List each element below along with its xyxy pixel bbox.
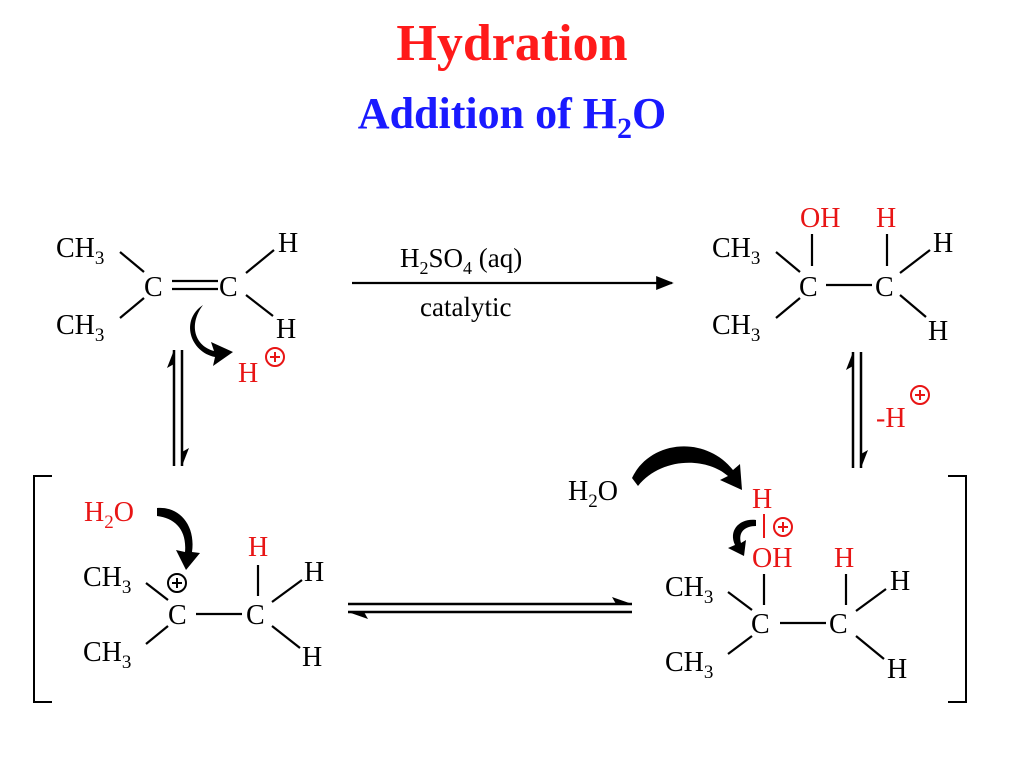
curved-arrow-icon	[632, 446, 742, 490]
slide-subtitle: Addition of H2O	[357, 89, 667, 145]
oxonium-intermediate: H2O H OH H H CH3 CH3 C C H	[568, 446, 910, 685]
svg-text:H: H	[933, 228, 953, 259]
plus-charge-icon	[265, 347, 285, 367]
svg-text:C: C	[246, 600, 265, 631]
svg-text:C: C	[168, 600, 187, 631]
svg-text:C: C	[144, 272, 163, 303]
svg-text:C: C	[751, 609, 770, 640]
svg-text:C: C	[219, 272, 238, 303]
svg-text:CH3: CH3	[712, 310, 760, 346]
svg-text:H: H	[302, 642, 322, 673]
equilibrium-arrow-icon	[348, 597, 632, 619]
svg-text:CH3: CH3	[56, 233, 104, 269]
svg-text:CH3: CH3	[83, 637, 131, 673]
svg-text:H: H	[928, 316, 948, 347]
reactant-alkene: CH3 CH3 C C H H H	[56, 228, 298, 389]
carbocation-intermediate: H2O H H CH3 CH3 C C H	[83, 497, 324, 673]
proton: H	[238, 347, 285, 389]
svg-text:H: H	[752, 484, 772, 515]
svg-text:H: H	[278, 228, 298, 259]
reaction-arrow: H2SO4 (aq) catalytic	[352, 243, 674, 322]
svg-text:H: H	[887, 654, 907, 685]
equilibrium-arrow-icon	[167, 350, 189, 466]
svg-text:H: H	[304, 557, 324, 588]
svg-text:H: H	[890, 566, 910, 597]
svg-text:CH3: CH3	[712, 233, 760, 269]
curved-arrow-icon	[190, 305, 233, 366]
svg-text:CH3: CH3	[665, 572, 713, 608]
plus-charge-icon	[910, 385, 930, 405]
svg-text:OH: OH	[752, 543, 792, 574]
reagent-condition: catalytic	[420, 292, 511, 322]
svg-text:H2O: H2O	[568, 476, 618, 512]
deprotonation-label: -H	[876, 403, 906, 434]
slide-title: Hydration	[396, 15, 628, 72]
product-alcohol: OH H H CH3 CH3 C C H	[712, 203, 953, 347]
svg-text:C: C	[875, 272, 894, 303]
svg-text:H: H	[238, 358, 258, 389]
svg-text:H2O: H2O	[84, 497, 134, 533]
curved-arrow-icon	[728, 519, 756, 556]
plus-charge-icon	[773, 517, 793, 537]
svg-text:CH3: CH3	[56, 310, 104, 346]
reagent-formula: H2SO4 (aq)	[400, 243, 522, 278]
plus-charge-icon	[167, 573, 187, 593]
svg-text:OH: OH	[800, 203, 840, 234]
equilibrium-arrow-icon: -H	[846, 352, 930, 468]
svg-text:H: H	[248, 532, 268, 563]
svg-text:CH3: CH3	[83, 562, 131, 598]
bracket	[33, 475, 967, 703]
svg-text:C: C	[829, 609, 848, 640]
svg-text:H: H	[834, 543, 854, 574]
curved-arrow-icon	[157, 507, 200, 570]
svg-text:C: C	[799, 272, 818, 303]
svg-text:H: H	[276, 314, 296, 345]
svg-text:CH3: CH3	[665, 647, 713, 683]
svg-text:H: H	[876, 203, 896, 234]
